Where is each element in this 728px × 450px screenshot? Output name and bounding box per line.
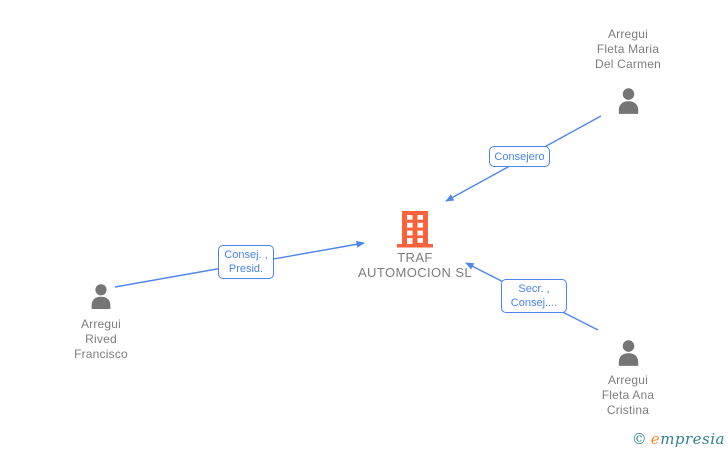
- edge-label-text: Secr. ,: [518, 283, 550, 295]
- edge-label-text: Presid.: [228, 263, 264, 275]
- person-name-line: Cristina: [606, 403, 650, 417]
- edge-label-secr-consej[interactable]: Secr. , Consej....: [501, 279, 567, 313]
- person-name-line: Fleta Maria: [596, 42, 660, 56]
- company-node-label: TRAF AUTOMOCION SL: [315, 250, 515, 280]
- brand-rest: mpresia: [660, 430, 725, 448]
- person-node-label-cristina: Arregui Fleta Ana Cristina: [548, 373, 708, 418]
- copyright-symbol: ©: [631, 430, 647, 448]
- edge-label-text: Consejero: [494, 150, 545, 163]
- person-name-line: Arregui: [607, 373, 649, 387]
- person-node-icon-cristina[interactable]: [612, 337, 645, 375]
- edge-label-consejero[interactable]: Consejero: [489, 146, 550, 167]
- edge-label-text: Consej. ,: [224, 249, 268, 261]
- company-node-building-icon[interactable]: [395, 208, 435, 253]
- person-name-line: Rived: [85, 332, 117, 346]
- person-name-line: Arregui: [80, 317, 122, 331]
- company-name-line: TRAF: [397, 250, 433, 265]
- person-name-line: Fleta Ana: [601, 388, 655, 402]
- person-name-line: Arregui: [607, 27, 649, 41]
- person-name-line: Francisco: [74, 347, 128, 361]
- edge-label-text: Consej....: [510, 297, 558, 309]
- brand-first-letter: e: [650, 430, 661, 448]
- person-node-icon-francisco[interactable]: [85, 281, 117, 318]
- company-name-line: AUTOMOCION SL: [357, 265, 473, 280]
- edge-label-consej-presid[interactable]: Consej. , Presid.: [218, 245, 274, 279]
- person-name-line: Del Carmen: [594, 57, 662, 71]
- person-node-label-francisco: Arregui Rived Francisco: [21, 317, 181, 362]
- person-node-icon-maria[interactable]: [612, 85, 645, 123]
- person-node-label-maria: Arregui Fleta Maria Del Carmen: [548, 27, 708, 72]
- empresia-watermark-logo[interactable]: ©empresia: [632, 430, 725, 448]
